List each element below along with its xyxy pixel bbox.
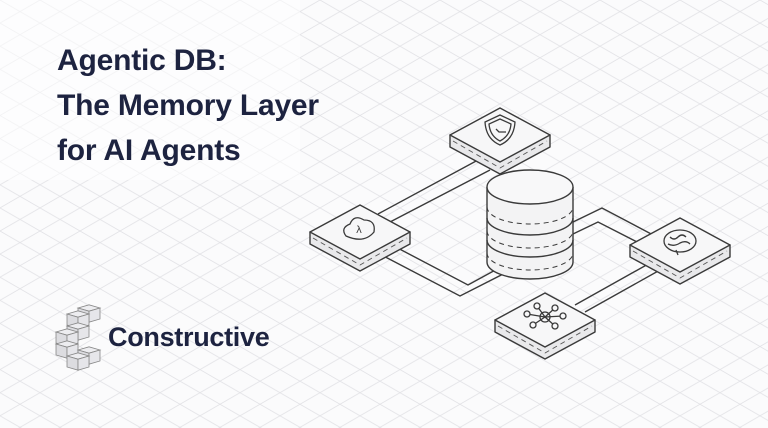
brand-name: Constructive: [108, 322, 270, 352]
tile-brain: [629, 217, 731, 285]
cloud-lambda-icon: λ: [343, 217, 375, 240]
brain-icon: [663, 229, 697, 256]
svg-text:λ: λ: [356, 225, 362, 236]
tile-security: [449, 107, 551, 175]
headline-line-3: for AI Agents: [57, 134, 241, 167]
database-icon: [486, 169, 574, 280]
headline-line-1: Agentic DB:: [57, 44, 227, 77]
headline: Agentic DB: The Memory Layer for AI Agen…: [57, 38, 319, 173]
constructive-logo-icon: [54, 304, 102, 371]
network-hub-icon: [523, 302, 567, 330]
headline-line-2: The Memory Layer: [57, 89, 319, 122]
shield-check-icon: [484, 114, 516, 146]
tile-network: [494, 292, 596, 360]
tiles: λ: [309, 107, 731, 360]
tile-cloud: λ: [309, 204, 411, 272]
